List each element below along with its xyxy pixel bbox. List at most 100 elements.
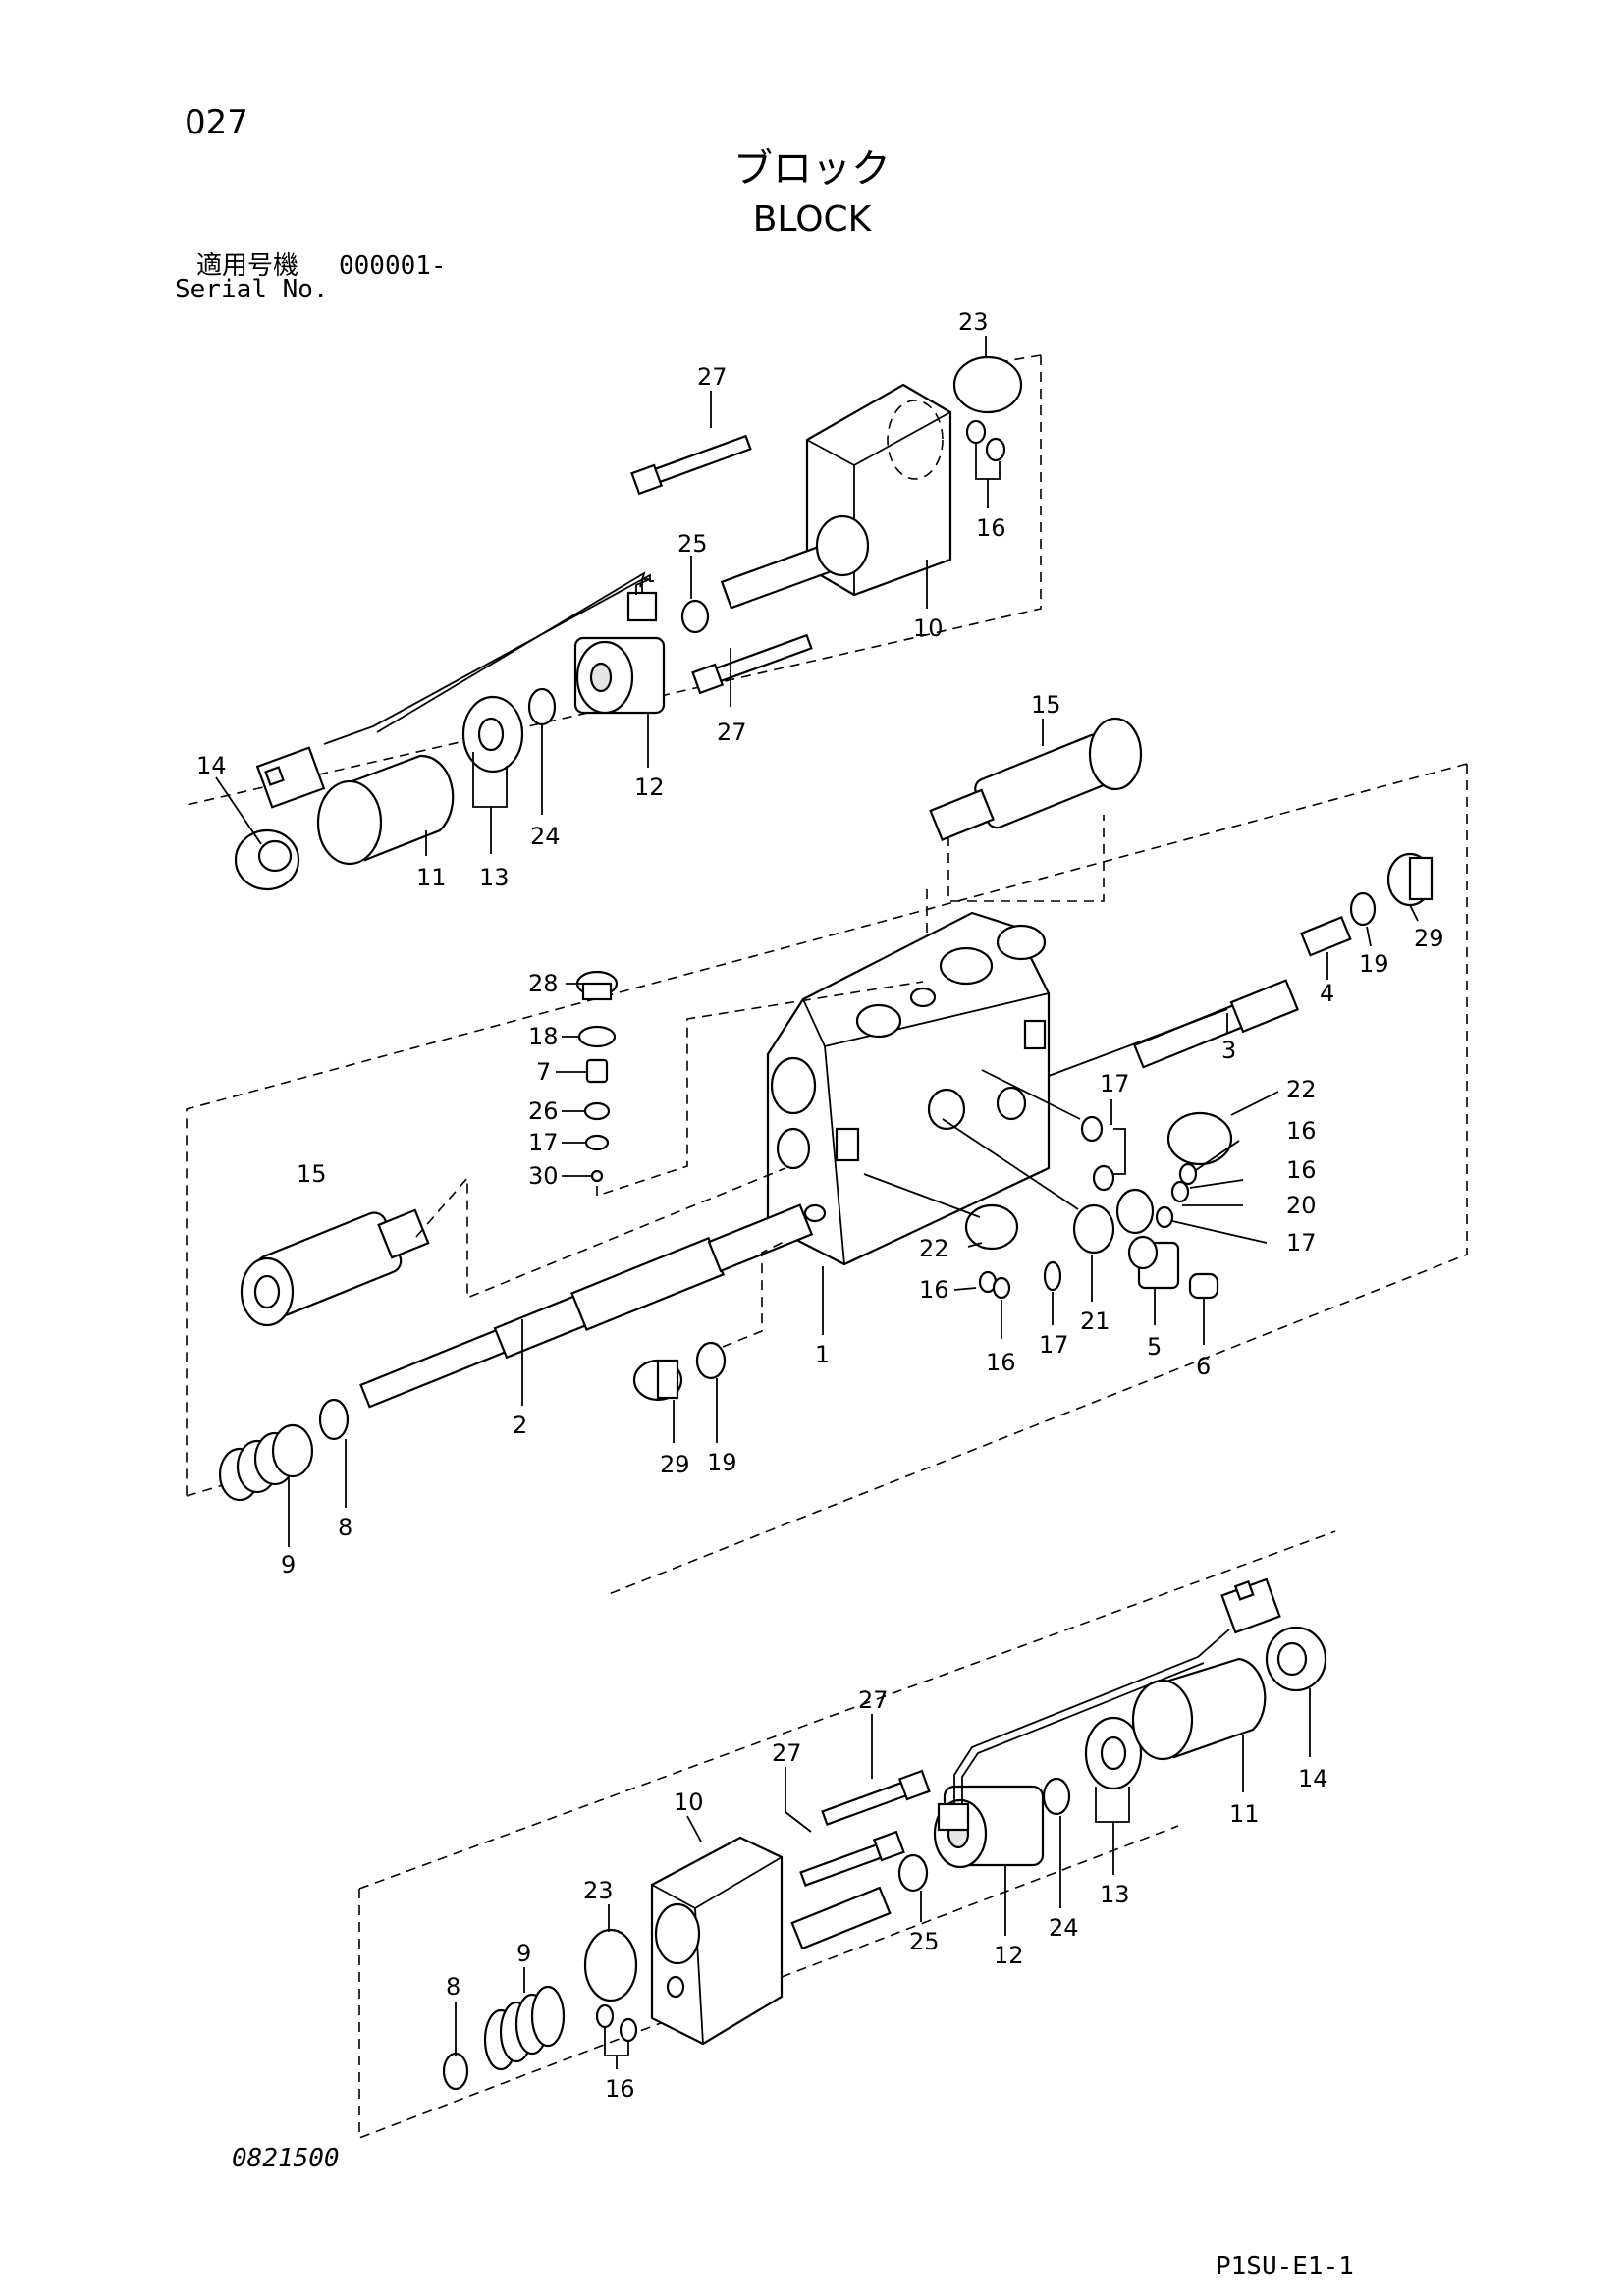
callout-5: 5	[1147, 1333, 1162, 1361]
spring-4	[1300, 915, 1352, 957]
callout-12: 12	[634, 774, 665, 801]
callout-13: 13	[479, 864, 510, 891]
serial-label-english: Serial No.	[175, 275, 329, 304]
callout-29: 29	[1414, 925, 1444, 952]
relief-valve-15-lower	[240, 1208, 430, 1327]
callout-21: 21	[1080, 1308, 1110, 1335]
o-ring-23-top	[952, 355, 1023, 414]
bolt-upper	[630, 434, 752, 496]
title-japanese: ブロック	[733, 146, 891, 191]
stopper-8-left	[318, 1398, 350, 1441]
callout-27: 27	[858, 1686, 889, 1714]
coil-cover-11-top	[316, 754, 455, 866]
leader-lines	[215, 336, 1419, 2069]
callout-29: 29	[660, 1451, 690, 1478]
callout-4: 4	[1320, 980, 1334, 1007]
knob-14-top	[234, 828, 300, 891]
callout-14: 14	[196, 752, 227, 779]
wire-harness-bottom	[953, 1629, 1230, 1804]
callout-24: 24	[530, 823, 561, 850]
o-ring-23-bottom	[583, 1928, 638, 2002]
callout-19: 19	[1359, 950, 1389, 978]
callout-23: 23	[583, 1877, 614, 1904]
connector-bottom	[1220, 1577, 1281, 1634]
callout-12: 12	[994, 1942, 1024, 1969]
title-english: BLOCK	[752, 199, 872, 240]
callout-8: 8	[338, 1514, 352, 1541]
callout-9: 9	[281, 1551, 296, 1578]
top-assembly	[186, 354, 1042, 891]
callout-1: 1	[815, 1341, 830, 1368]
callout-24: 24	[1049, 1914, 1079, 1942]
callout-16: 16	[605, 2075, 635, 2103]
plug-29-lower	[632, 1359, 683, 1402]
spring-9-bottom	[483, 1985, 566, 2071]
solenoid-valve-body-bottom	[650, 1836, 892, 2046]
callout-7: 7	[536, 1058, 551, 1086]
callout-17: 17	[1100, 1070, 1130, 1097]
callout-22: 22	[919, 1235, 949, 1262]
knob-14-bottom	[1265, 1626, 1327, 1692]
callout-27: 27	[772, 1739, 802, 1767]
callout-22: 22	[1286, 1076, 1317, 1103]
callout-15: 15	[297, 1160, 327, 1188]
main-block-assembly	[186, 717, 1468, 1595]
callout-17: 17	[1286, 1229, 1317, 1256]
callout-27: 27	[717, 719, 747, 746]
solenoid-coil-12-top	[573, 578, 666, 715]
callout-9: 9	[516, 1940, 531, 1967]
page-number: 027	[185, 103, 248, 142]
plug-29-right	[1386, 852, 1434, 907]
callout-20: 20	[1286, 1192, 1317, 1219]
callout-25: 25	[909, 1928, 940, 1955]
solenoid-coil-12-bottom	[933, 1785, 1045, 1869]
bottom-assembly	[358, 1530, 1336, 2140]
callout-27: 27	[697, 363, 728, 391]
connector-top	[255, 746, 326, 809]
lock-nut-13-top	[461, 695, 524, 774]
callout-23: 23	[958, 308, 989, 336]
callout-26: 26	[528, 1097, 559, 1125]
lock-nut-13-bottom	[1084, 1716, 1143, 1790]
callout-15: 15	[1031, 691, 1061, 719]
callout-19: 19	[707, 1449, 737, 1476]
callout-labels: 27 23 16 25 10 27 14 11 13 24 12 15 29 1…	[196, 308, 1444, 2103]
serial-label-japanese: 適用号機	[196, 251, 299, 281]
callout-16: 16	[986, 1349, 1016, 1376]
callout-11: 11	[1229, 1800, 1260, 1828]
relief-valve-15-upper	[929, 717, 1143, 841]
callout-8: 8	[446, 1973, 460, 2001]
spool-3	[1133, 979, 1300, 1069]
drawing-code: 0821500	[232, 2144, 340, 2173]
callout-25: 25	[677, 530, 708, 558]
callout-16: 16	[919, 1276, 949, 1304]
main-valve-block	[766, 911, 1051, 1266]
callout-16: 16	[1286, 1156, 1317, 1184]
callout-17: 17	[528, 1129, 559, 1156]
callout-13: 13	[1100, 1881, 1130, 1908]
spring-6	[1188, 1272, 1219, 1300]
callout-11: 11	[416, 864, 447, 891]
spring-9-left	[218, 1423, 314, 1502]
bottom-boundary-line	[358, 1530, 1336, 2140]
check-poppet-5	[1127, 1235, 1180, 1290]
callout-6: 6	[1196, 1353, 1211, 1380]
callout-10: 10	[913, 614, 944, 642]
callout-17: 17	[1039, 1331, 1069, 1359]
serial-value: 000001-	[339, 251, 447, 281]
solenoid-valve-body-top	[720, 383, 952, 610]
callout-30: 30	[528, 1162, 559, 1190]
callout-18: 18	[528, 1023, 559, 1050]
callout-16: 16	[976, 514, 1006, 542]
stopper-8-bottom	[442, 2052, 469, 2091]
callout-2: 2	[513, 1412, 527, 1439]
main-spool-2	[359, 1203, 814, 1409]
wire-harness-top	[323, 573, 651, 745]
callout-3: 3	[1221, 1037, 1236, 1064]
coil-cover-11-bottom	[1131, 1657, 1267, 1761]
plug-stack	[575, 970, 619, 1183]
callout-16: 16	[1286, 1117, 1317, 1145]
callout-28: 28	[528, 970, 559, 997]
callout-10: 10	[674, 1789, 704, 1816]
